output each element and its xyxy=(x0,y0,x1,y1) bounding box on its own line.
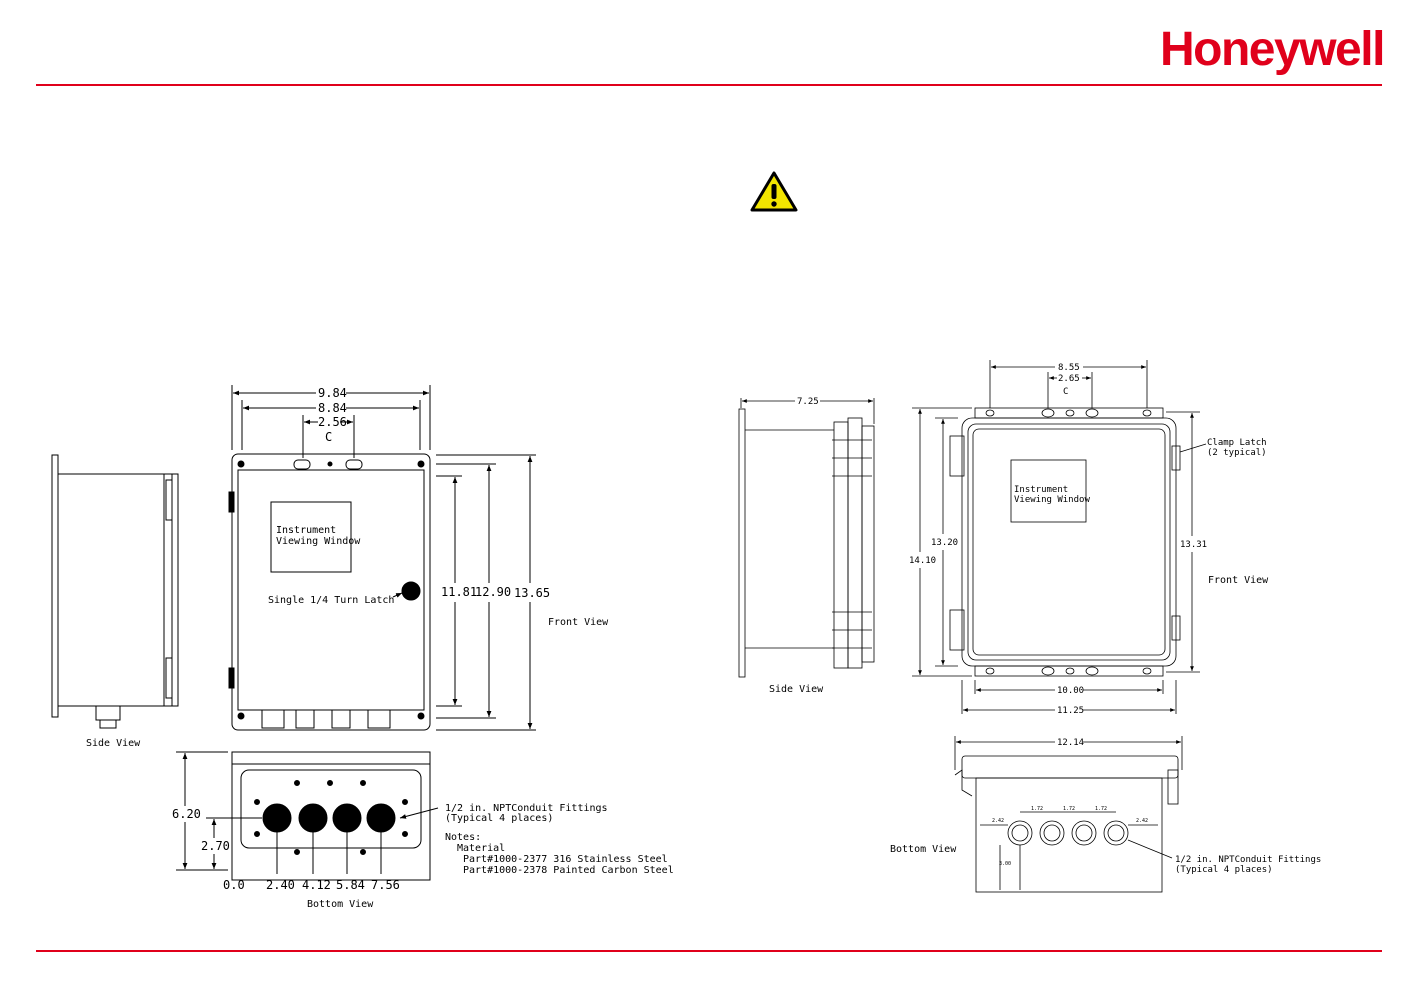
left-side-view-label: Side View xyxy=(86,738,141,749)
right-dim-bottom-outer: 11.25 xyxy=(1057,706,1084,716)
dim-h1: 11.81 xyxy=(441,585,477,599)
right-dim-small-b: 1.72 xyxy=(1031,806,1043,812)
footer-rule xyxy=(36,950,1382,952)
right-side-view xyxy=(738,398,875,678)
clamp-label-2: (2 typical) xyxy=(1207,448,1267,458)
dim-h3: 13.65 xyxy=(514,586,550,600)
right-front-view-label: Front View xyxy=(1208,575,1269,586)
left-bottom-view-label: Bottom View xyxy=(307,899,374,910)
right-dim-top-outer: 8.55 xyxy=(1058,363,1080,373)
right-side-view-label: Side View xyxy=(769,684,824,695)
x-pos-2: 4.12 xyxy=(302,878,331,892)
left-front-view xyxy=(228,453,431,731)
notes-material: Material xyxy=(457,843,505,854)
right-dim-bv-width: 12.14 xyxy=(1057,738,1084,748)
left-top-dimensions xyxy=(231,385,431,458)
x-pos-4: 7.56 xyxy=(371,878,400,892)
x-pos-3: 5.84 xyxy=(336,878,365,892)
notes-part-2: Part#1000-2378 Painted Carbon Steel xyxy=(463,865,674,876)
dim-width-outer: 9.84 xyxy=(318,386,347,400)
latch-label: Single 1/4 Turn Latch xyxy=(268,595,394,606)
clamp-label-1: Clamp Latch xyxy=(1207,438,1267,448)
right-bottom-view xyxy=(954,736,1183,893)
dim-bottom-depth: 6.20 xyxy=(172,807,201,821)
left-height-dimensions xyxy=(436,454,536,731)
dim-width-inner: 8.84 xyxy=(318,401,347,415)
left-side-view xyxy=(51,454,179,729)
right-window-label-2: Viewing Window xyxy=(1014,495,1090,505)
right-bottom-view-label: Bottom View xyxy=(890,844,957,855)
right-dim-small-d: 1.72 xyxy=(1095,806,1107,812)
right-dim-small-a: 2.42 xyxy=(992,818,1004,824)
right-dim-small-h: 3.00 xyxy=(999,861,1011,867)
dim-conduit-height: 2.70 xyxy=(201,839,230,853)
warning-triangle-icon xyxy=(750,171,798,212)
left-window-label-2: Viewing Window xyxy=(276,536,361,547)
dim-hole-spacing: 2.56 xyxy=(318,415,347,429)
right-conduit-label-2: (Typical 4 places) xyxy=(1175,865,1273,875)
right-window-label-1: Instrument xyxy=(1014,485,1068,495)
right-dim-small-e: 2.42 xyxy=(1136,818,1148,824)
left-centerline: C xyxy=(325,430,332,444)
notes-title: Notes: xyxy=(445,832,481,843)
right-dim-top-inner: 2.65 xyxy=(1058,374,1080,384)
right-dim-small-c: 1.72 xyxy=(1063,806,1075,812)
right-dim-h-right: 13.31 xyxy=(1180,540,1207,550)
left-bottom-view xyxy=(176,751,439,881)
x-pos-0: 0.0 xyxy=(223,878,245,892)
right-front-view xyxy=(949,407,1207,677)
header-rule xyxy=(36,84,1382,86)
right-dim-h-inner: 13.20 xyxy=(931,538,958,548)
right-dim-bottom-inner: 10.00 xyxy=(1057,686,1084,696)
right-front-dimensions xyxy=(912,360,1200,714)
right-conduit-label-1: 1/2 in. NPTConduit Fittings xyxy=(1175,855,1321,865)
left-front-view-label: Front View xyxy=(548,617,609,628)
left-conduit-label-2: (Typical 4 places) xyxy=(445,813,553,824)
right-dim-h-outer: 14.10 xyxy=(909,556,936,566)
right-centerline: C xyxy=(1063,387,1068,397)
left-conduit-label-1: 1/2 in. NPTConduit Fittings xyxy=(445,803,608,814)
dim-h2: 12.90 xyxy=(475,585,511,599)
x-pos-1: 2.40 xyxy=(266,878,295,892)
right-dim-depth: 7.25 xyxy=(797,397,819,407)
notes-part-1: Part#1000-2377 316 Stainless Steel xyxy=(463,854,668,865)
left-window-label-1: Instrument xyxy=(276,525,336,536)
honeywell-logo: Honeywell xyxy=(1160,23,1385,76)
